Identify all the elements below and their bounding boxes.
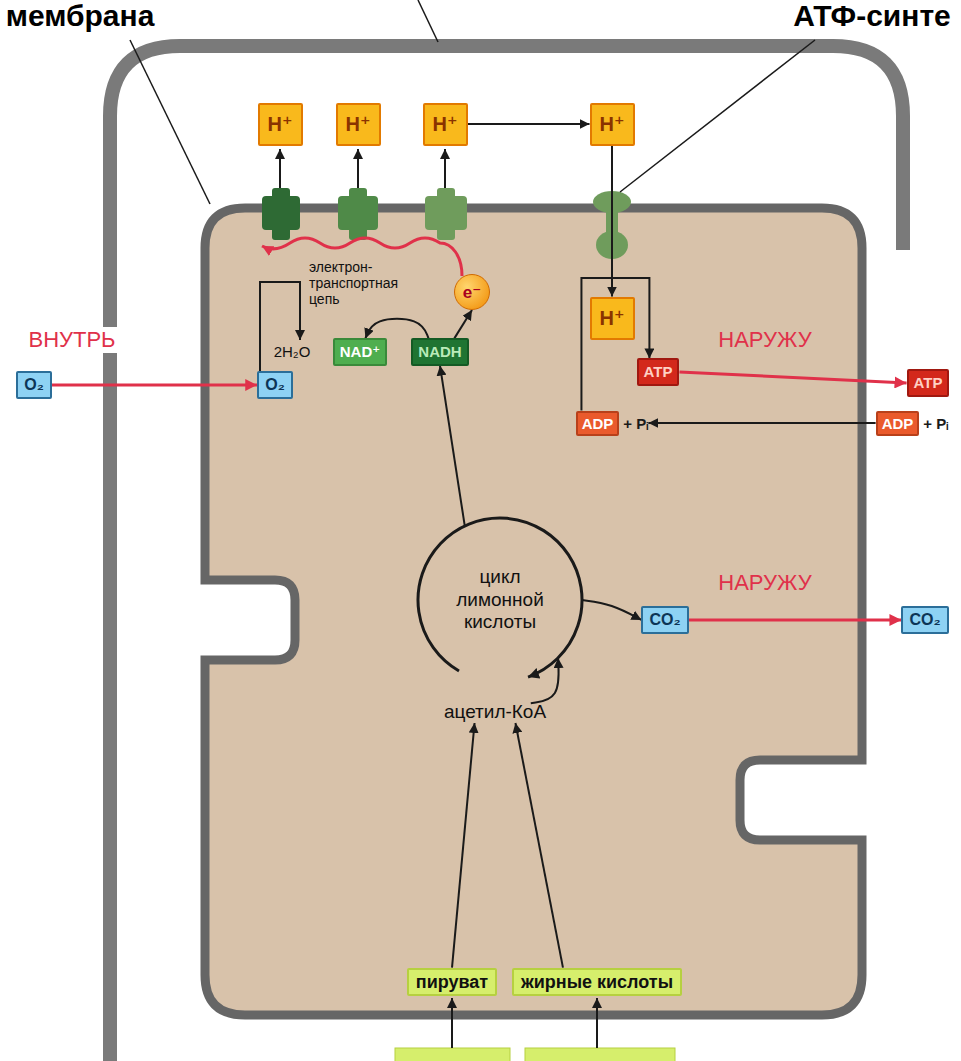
proton-box-text: H⁺ <box>600 113 625 136</box>
atp-synthase-label: АТФ-синте <box>793 1 951 31</box>
citric-acid-cycle: цикл лимонной кислоты <box>412 512 588 688</box>
acetyl-coa-arrow <box>531 658 559 703</box>
phosphate-text: + Pᵢ <box>623 415 648 432</box>
adp-box-text: ADP <box>876 411 920 436</box>
atp-box: ATP <box>637 358 680 385</box>
cycle-arrow <box>418 518 582 677</box>
electron-circle-text: e⁻ <box>463 282 481 303</box>
outer-membrane <box>110 46 903 1061</box>
carbon-dioxide-box-text: CO₂ <box>909 611 940 629</box>
nadh-box-text: NADH <box>418 343 461 360</box>
membrane-label: мембрана <box>6 1 155 31</box>
leader-lines <box>130 0 815 204</box>
nadh-oxidation-arrow <box>365 319 428 339</box>
adp-box: ADP+ Pᵢ <box>876 411 949 436</box>
adp-box: ADP+ Pᵢ <box>576 411 649 436</box>
atp-box-text: ATP <box>914 374 943 391</box>
water-label: 2H₂O <box>274 343 311 360</box>
nad-box-text: NAD⁺ <box>340 343 380 360</box>
electron-transport-complexes <box>262 188 467 240</box>
proton-box: H⁺ <box>590 297 635 340</box>
nad-box: NAD⁺ <box>333 338 387 365</box>
fatty-acid-arrow <box>515 723 563 968</box>
pyruvate-box: пируват <box>407 968 497 997</box>
fatty-acids-box-text: жирные кислоты <box>521 972 673 993</box>
direction-label: НАРУЖУ <box>718 327 812 352</box>
direction-label: НАРУЖУ <box>718 570 812 595</box>
oxygen-entry-arrow <box>52 383 257 386</box>
proton-box: H⁺ <box>423 103 468 146</box>
atp-box-text: ATP <box>644 363 673 380</box>
atp-synthesis-arrow <box>581 278 649 411</box>
carbon-dioxide-box: CO₂ <box>641 606 688 634</box>
nadh-production-arrow <box>440 366 465 526</box>
oxygen-box: O₂ <box>16 371 52 399</box>
electron-donation-arrow <box>454 310 472 338</box>
proton-box: H⁺ <box>258 103 303 146</box>
proton-box-text: H⁺ <box>433 113 458 136</box>
oxygen-box-text: O₂ <box>265 376 285 394</box>
co2-exit-arrow <box>689 618 902 621</box>
co2-production-arrow <box>582 600 641 620</box>
proton-box-text: H⁺ <box>600 307 625 330</box>
proton-flow-arrow <box>611 146 613 297</box>
atp-exit-arrow <box>679 372 906 383</box>
carbon-dioxide-box-text: CO₂ <box>649 611 680 629</box>
electron-transport-chain-label: электрон-транспортная цепь <box>309 259 421 307</box>
oxygen-box-text: O₂ <box>24 376 44 394</box>
citric-acid-cycle-text: цикл лимонной кислоты <box>440 566 560 634</box>
oxygen-box: O₂ <box>257 371 293 399</box>
carbon-dioxide-box: CO₂ <box>901 606 948 634</box>
atp-box: ATP <box>907 369 950 396</box>
fatty-acids-box: жирные кислоты <box>512 968 682 997</box>
proton-box-text: H⁺ <box>268 113 293 136</box>
adp-box-text: ADP <box>576 411 620 436</box>
inner-membrane <box>205 208 862 1015</box>
adp-entry-arrow <box>648 422 875 424</box>
acetyl-coa: ацетил-КоА <box>444 701 546 723</box>
pyruvate-arrow <box>452 723 475 968</box>
electron-circle: e⁻ <box>454 274 490 310</box>
proton-box: H⁺ <box>590 103 635 146</box>
phosphate-text: + Pᵢ <box>923 415 948 432</box>
acetyl-coa-text: ацетил-КоА <box>444 701 546 723</box>
proton-pump-arrows <box>280 149 445 188</box>
proton-box: H⁺ <box>336 103 381 146</box>
direction-label: ВНУТРЬ <box>25 327 118 352</box>
pyruvate-box-text: пируват <box>416 972 488 993</box>
nadh-box: NADH <box>411 338 468 365</box>
proton-flow-arrow <box>468 123 590 125</box>
incoming-sources <box>395 998 675 1061</box>
proton-box-text: H⁺ <box>346 113 371 136</box>
